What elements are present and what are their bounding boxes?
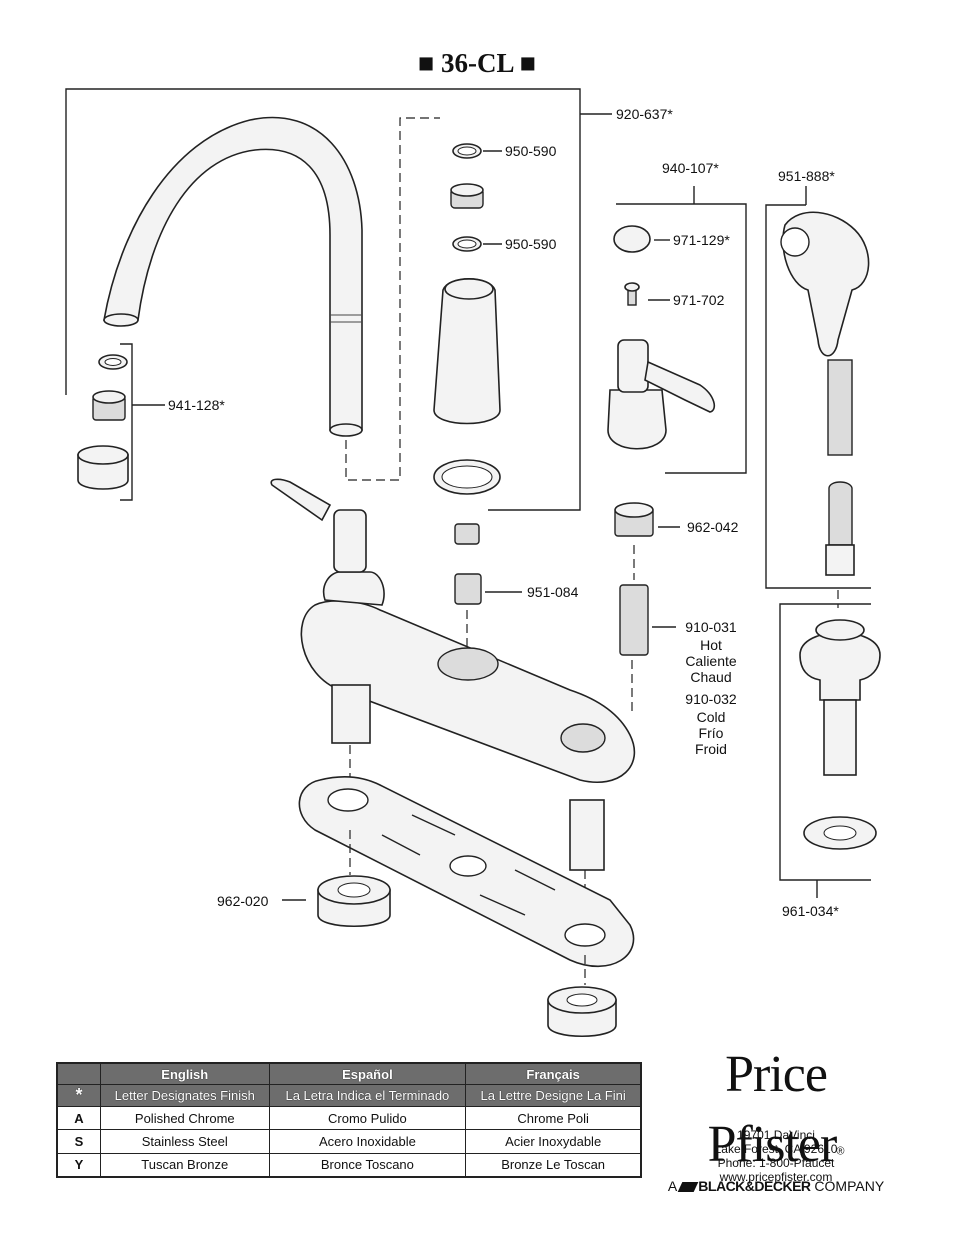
part-label: 962-042	[687, 519, 739, 535]
finish-espanol: Cromo Pulido	[268, 1105, 467, 1131]
side-spray	[780, 211, 870, 576]
black-decker-hexagon-icon	[677, 1182, 699, 1192]
column-header: Español	[268, 1062, 467, 1085]
part-label: 971-702	[673, 292, 725, 308]
finish-espanol: Acero Inoxidable	[268, 1129, 467, 1154]
table-row: Y Tuscan Bronze Bronce Toscano Bronze Le…	[56, 1152, 642, 1178]
brand-logo: Price Pfister®	[656, 1040, 896, 1180]
handle-parts	[607, 225, 716, 656]
part-label: 962-020	[217, 893, 269, 909]
part-label: 951-888*	[778, 168, 835, 184]
part-label-line: Chaud	[690, 669, 731, 685]
model-title: ■ 36-CL ■	[417, 48, 537, 78]
part-label: 910-031	[685, 619, 737, 635]
address-block: 19701 DaVinci Lake Forest, CA 92610 Phon…	[656, 1128, 896, 1184]
table-row: * Letter Designates Finish La Letra Indi…	[56, 1084, 642, 1107]
part-label: 950-590	[505, 143, 557, 159]
address-line: Lake Forest, CA 92610	[714, 1142, 838, 1156]
company-suffix: COMPANY	[814, 1178, 885, 1194]
finish-francais: La Lettre Designe La Fini	[465, 1084, 642, 1107]
faucet-body	[270, 478, 636, 871]
part-label: 950-590	[505, 236, 557, 252]
finish-english: Letter Designates Finish	[100, 1084, 270, 1107]
finish-english: Stainless Steel	[100, 1129, 270, 1154]
finish-table: English Español Français * Letter Design…	[56, 1062, 642, 1178]
side-spray-bracket	[765, 186, 871, 589]
finish-francais: Chrome Poli	[465, 1105, 642, 1131]
base-gasket	[298, 775, 635, 968]
column-header: English	[100, 1062, 270, 1085]
part-label: 951-084	[527, 584, 579, 600]
handle-assembly-bracket	[616, 186, 747, 474]
finish-code: A	[56, 1105, 101, 1131]
part-label-line: Hot	[700, 637, 722, 653]
spout-hub-parts	[433, 143, 522, 605]
spray-base-bracket	[779, 603, 871, 898]
part-label: 941-128*	[168, 397, 225, 413]
address-line: www.pricepfister.com	[719, 1170, 833, 1184]
parent-company: A BLACK&DECKER COMPANY	[656, 1178, 896, 1194]
column-header: Français	[465, 1062, 642, 1085]
company-prefix: A	[667, 1178, 677, 1194]
part-label-line: Froid	[695, 741, 727, 757]
company-name: BLACK&DECKER	[698, 1178, 811, 1194]
part-label: 920-637*	[616, 106, 673, 122]
hot-cartridge-label: 910-031 Hot Caliente Chaud	[685, 619, 737, 685]
part-label-line: Frío	[699, 725, 724, 741]
part-label: 971-129*	[673, 232, 730, 248]
finish-english: Tuscan Bronze	[100, 1152, 270, 1178]
cold-cartridge-label: 910-032 Cold Frío Froid	[685, 691, 737, 757]
gooseneck-spout	[103, 116, 363, 437]
address-line: Phone: 1-800-Pfaucet	[717, 1156, 835, 1170]
spout-assembly-bracket	[65, 88, 612, 511]
column-header	[56, 1062, 101, 1085]
finish-code: S	[56, 1129, 101, 1154]
registered-mark: ®	[836, 1145, 845, 1158]
finish-code: *	[56, 1084, 101, 1107]
part-label: 940-107*	[662, 160, 719, 176]
part-label: 961-034*	[782, 903, 839, 919]
brand-name: Price Pfister	[707, 1046, 838, 1173]
part-label-line: Cold	[697, 709, 726, 725]
finish-francais: Bronze Le Toscan	[465, 1152, 642, 1178]
exploded-parts-diagram: 920-637* 950-590 950-590 940-107* 951-88…	[65, 88, 881, 1038]
table-row: A Polished Chrome Cromo Pulido Chrome Po…	[56, 1105, 642, 1131]
mounting-nuts	[282, 875, 617, 1038]
finish-francais: Acier Inoxydable	[465, 1129, 642, 1154]
part-label-line: Caliente	[685, 653, 737, 669]
part-label: 910-032	[685, 691, 737, 707]
finish-espanol: Bronce Toscano	[268, 1152, 467, 1178]
finish-code: Y	[56, 1152, 101, 1178]
finish-english: Polished Chrome	[100, 1105, 270, 1131]
spray-base	[799, 619, 881, 850]
finish-espanol: La Letra Indica el Terminado	[268, 1084, 467, 1107]
aerator-parts	[77, 343, 165, 501]
table-row: S Stainless Steel Acero Inoxidable Acier…	[56, 1129, 642, 1154]
table-header-row: English Español Français	[56, 1062, 642, 1085]
address-line: 19701 DaVinci	[737, 1128, 815, 1142]
